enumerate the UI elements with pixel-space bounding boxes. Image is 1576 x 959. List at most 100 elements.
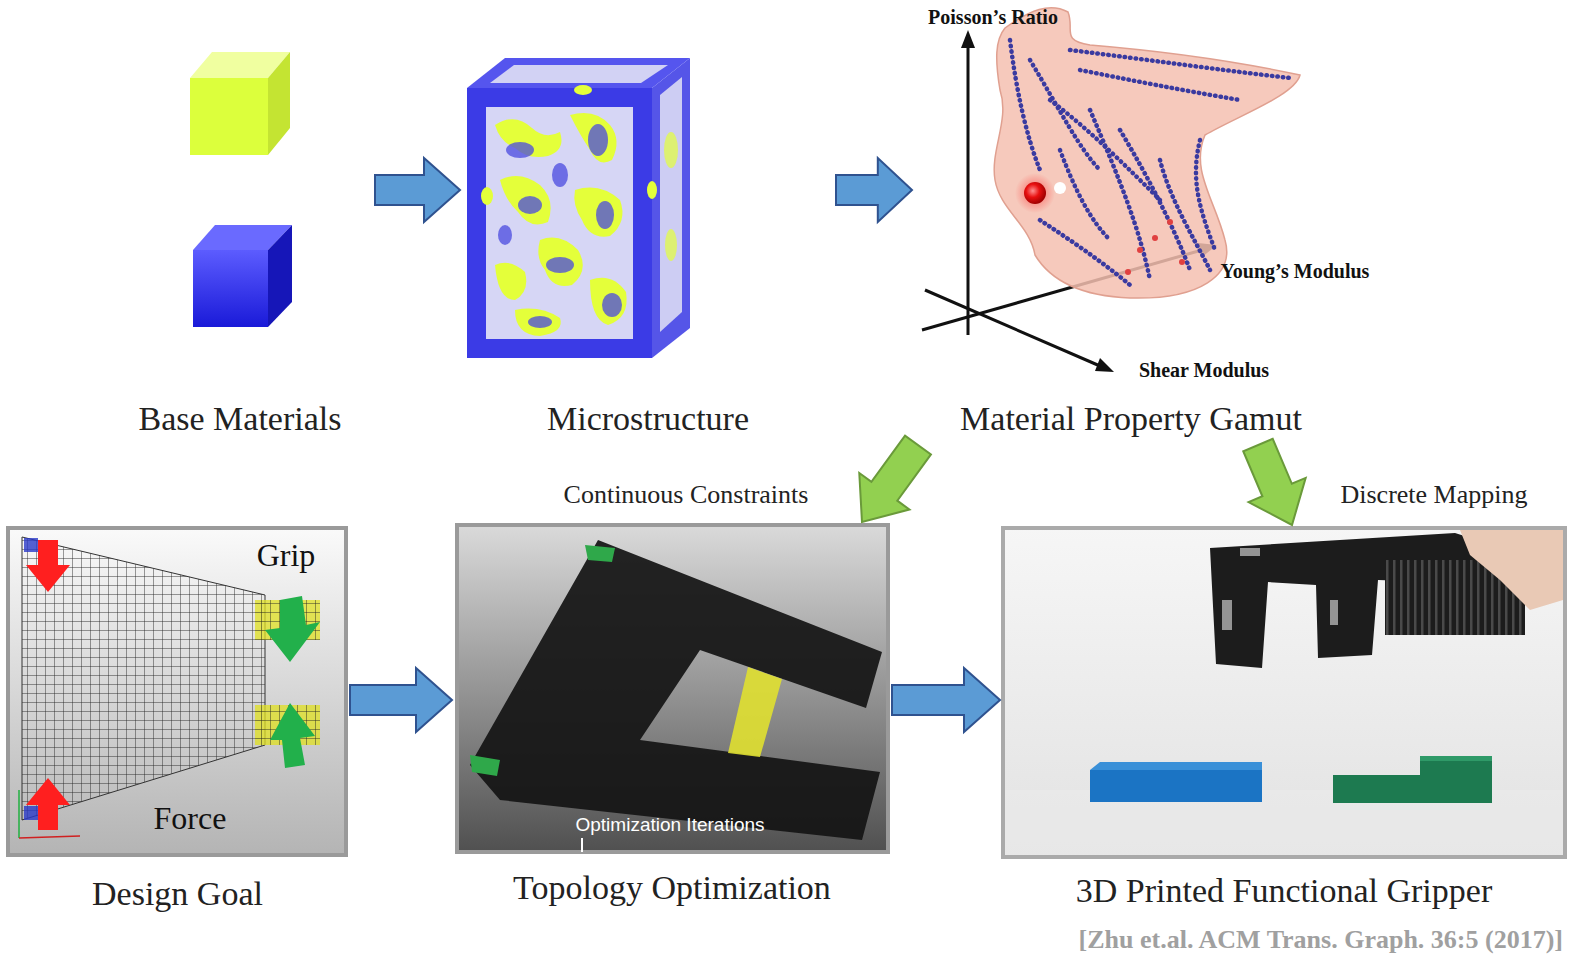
target-point	[1024, 182, 1046, 204]
point-trail	[1120, 130, 1190, 270]
figure-panel: Topology Optimization	[452, 522, 892, 914]
axis-gizmo	[18, 790, 20, 838]
shadow	[528, 316, 552, 328]
panel-caption: 3D Printed Functional Gripper	[1076, 871, 1492, 911]
axis-head	[961, 30, 975, 48]
panel-caption: Material Property Gamut	[960, 399, 1302, 439]
green-block	[1333, 760, 1492, 803]
connecting-bar	[728, 667, 782, 757]
gripper-density	[470, 540, 882, 840]
block-arrow	[375, 158, 460, 222]
progress-tick	[581, 838, 583, 852]
blue-block-top	[1090, 762, 1262, 770]
scuff	[1222, 600, 1232, 630]
cube-window	[660, 77, 682, 332]
image-frame	[1003, 528, 1565, 857]
point	[1152, 235, 1158, 241]
image-frame	[457, 525, 888, 852]
block-arrow	[1243, 439, 1305, 525]
axis-line	[925, 290, 1100, 366]
point-trail	[1080, 70, 1240, 100]
inclusion	[495, 119, 562, 157]
target-glow	[1015, 173, 1055, 213]
point	[1137, 247, 1143, 253]
inclusion	[495, 263, 526, 300]
axis-line	[967, 44, 970, 335]
point-trail	[1060, 150, 1110, 240]
gripper-photo	[1003, 528, 1565, 857]
force-arrow	[26, 540, 70, 592]
sample-points	[1010, 40, 1290, 285]
point	[1125, 269, 1131, 275]
gamut-hull	[994, 8, 1300, 298]
figure-panel: 3D Printed Functional Gripper	[1000, 525, 1568, 917]
cube-window	[486, 107, 633, 339]
inclusion	[664, 132, 678, 168]
fixed-nodes	[24, 806, 38, 820]
point-trail	[1050, 100, 1160, 200]
axis-label: Young’s Modulus	[1221, 260, 1370, 283]
inclusion-shadows	[498, 124, 622, 328]
cube-side	[268, 52, 290, 155]
hand	[1460, 530, 1563, 610]
image-label: Optimization Iterations	[575, 814, 764, 836]
point	[1167, 219, 1173, 225]
inclusion	[647, 181, 657, 199]
load-region	[470, 755, 500, 776]
arrow-label: Continuous Constraints	[560, 479, 813, 511]
shadow	[546, 257, 574, 273]
cube-window	[490, 65, 668, 83]
blue-block	[1090, 770, 1262, 802]
mesh-outline	[22, 537, 265, 820]
inclusion	[665, 229, 677, 261]
inclusion	[500, 176, 551, 224]
point-trail	[1040, 220, 1130, 285]
shadow	[588, 124, 608, 156]
point-trail	[1090, 110, 1150, 280]
grip-arrow	[270, 703, 315, 768]
figure-panel: Base Materials	[105, 40, 375, 445]
cube-side	[268, 225, 292, 327]
figure-panel: Design Goal	[5, 525, 350, 920]
yellow-cube	[190, 52, 290, 155]
axis-head	[1095, 358, 1114, 372]
microstructure-cube	[467, 58, 690, 358]
shadow	[602, 293, 622, 317]
arrow-label: Discrete Mapping	[1336, 479, 1531, 511]
inclusion	[570, 113, 617, 163]
highlight-points	[1125, 219, 1185, 275]
figure-panel: Microstructure	[460, 40, 836, 445]
citation: [Zhu et.al. ACM Trans. Graph. 36:5 (2017…	[1079, 925, 1563, 955]
point	[1179, 259, 1185, 265]
scuff	[1330, 600, 1338, 625]
fixed-nodes	[24, 538, 38, 552]
block-arrow	[350, 668, 452, 732]
image-label: Force	[154, 800, 227, 837]
scuff	[1240, 548, 1260, 556]
cube-front	[190, 78, 268, 155]
blue-cube	[193, 225, 292, 327]
inclusion	[515, 309, 561, 336]
image-label: Grip	[257, 537, 316, 574]
inclusion	[574, 85, 592, 95]
axis-label: Poisson’s Ratio	[928, 6, 1058, 29]
point-trail	[1010, 40, 1040, 170]
shadow	[498, 225, 512, 245]
shadow	[552, 163, 568, 187]
inclusion	[590, 278, 627, 325]
shadow	[506, 142, 534, 158]
gamut-plot	[922, 8, 1300, 372]
panel-caption: Design Goal	[92, 874, 263, 914]
point-trail	[1030, 60, 1100, 170]
axis-gizmo	[19, 836, 80, 838]
cube-front	[193, 250, 268, 327]
panel-caption: Base Materials	[139, 399, 342, 439]
load-region	[585, 545, 615, 562]
point-trail	[1196, 140, 1215, 250]
achieved-point	[1054, 182, 1066, 194]
cube-top	[467, 58, 690, 88]
grip-arrow	[265, 596, 320, 662]
inclusions	[481, 85, 657, 336]
design-goal-image	[8, 528, 346, 855]
